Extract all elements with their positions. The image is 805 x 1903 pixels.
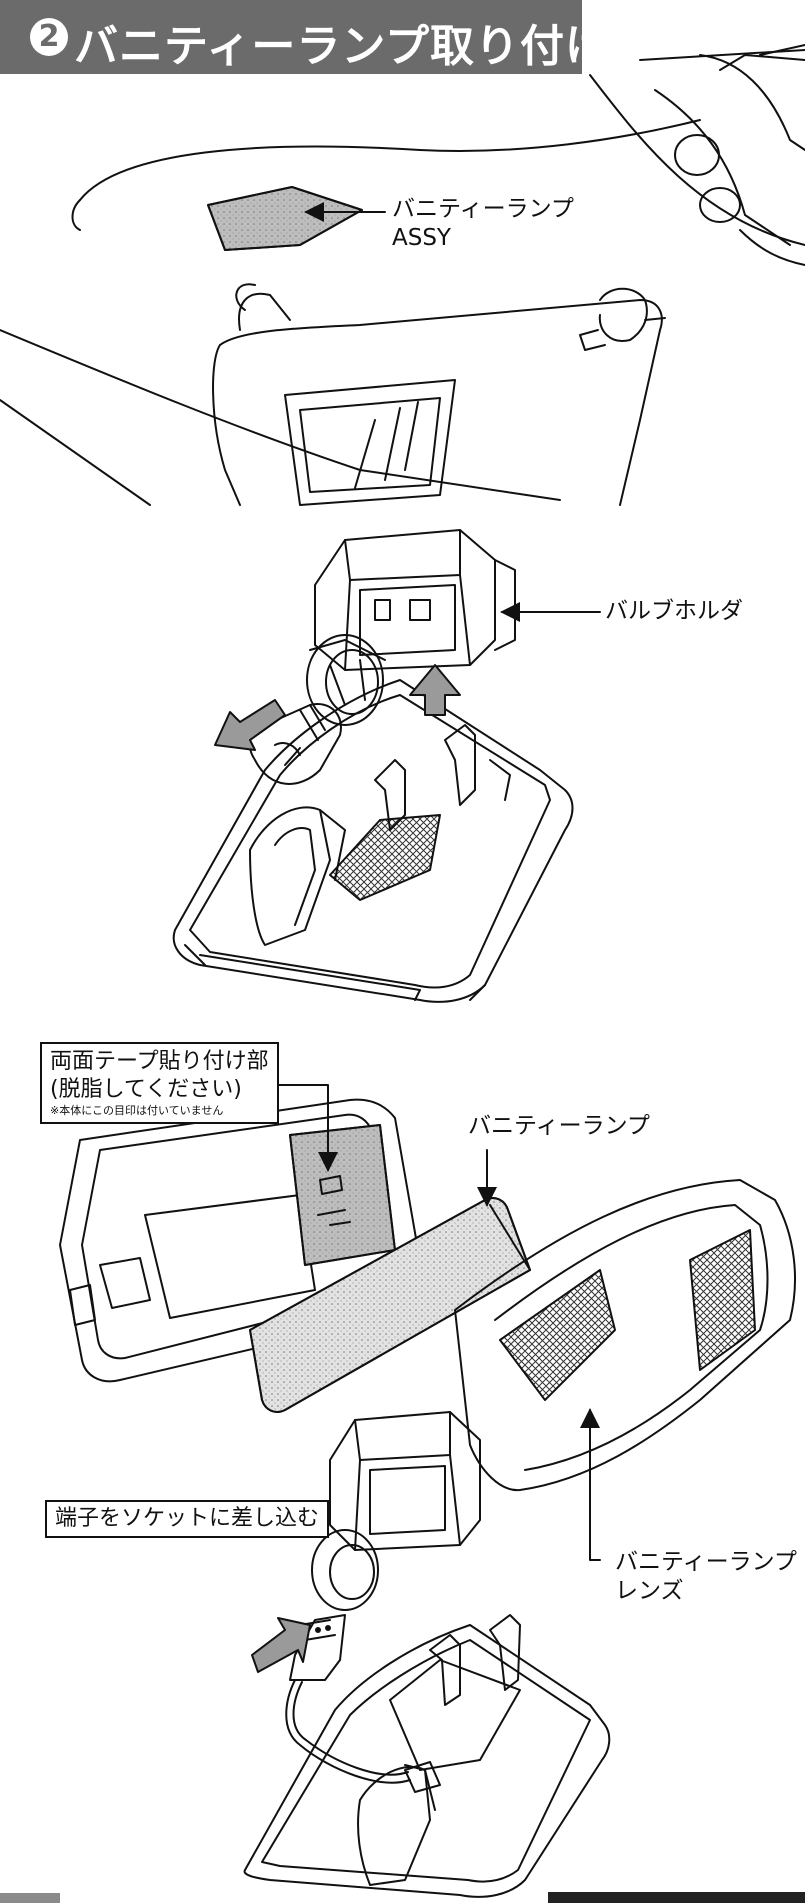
car-ceiling-illustration: [0, 44, 805, 506]
exploded-lamp-illustration: [59, 1084, 796, 1561]
step-number-badge: 2: [30, 18, 68, 56]
vanity-lamp-assy-label: バニティーランプ ASSY: [392, 195, 574, 253]
tape-callout-note: ※本体にこの目印は付いていません: [50, 1104, 224, 1117]
step-header: 2 バニティーランプ取り付け: [0, 0, 609, 74]
vanity-lamp-assy-line1: バニティーランプ: [392, 196, 574, 222]
vanity-lamp-label: バニティーランプ: [468, 1113, 650, 1139]
vanity-lamp-assy-line2: ASSY: [392, 225, 451, 251]
terminal-socket-callout-box: 端子をソケットに差し込む: [45, 1500, 330, 1538]
tape-callout-line2: (脱脂してください): [50, 1077, 242, 1102]
bulb-holder-removal-illustration: [172, 529, 601, 1003]
terminal-socket-illustration: [243, 1411, 611, 1898]
page-footer-left-mark: [0, 1893, 60, 1903]
vanity-lamp-lens-label: バニティーランプ レンズ: [615, 1548, 797, 1606]
tape-callout-line1: 両面テープ貼り付け部: [50, 1049, 269, 1074]
vanity-lamp-lens-line2: レンズ: [615, 1578, 684, 1604]
vanity-lamp-lens-line1: バニティーランプ: [615, 1549, 797, 1575]
tape-callout-box: 両面テープ貼り付け部 (脱脂してください) ※本体にこの目印は付いていません: [40, 1042, 279, 1124]
step-title: バニティーランプ取り付け: [74, 21, 611, 72]
terminal-socket-label: 端子をソケットに差し込む: [55, 1506, 320, 1531]
page-footer-bar: [548, 1892, 805, 1903]
bulb-holder-label: バルブホルダ: [605, 598, 743, 624]
